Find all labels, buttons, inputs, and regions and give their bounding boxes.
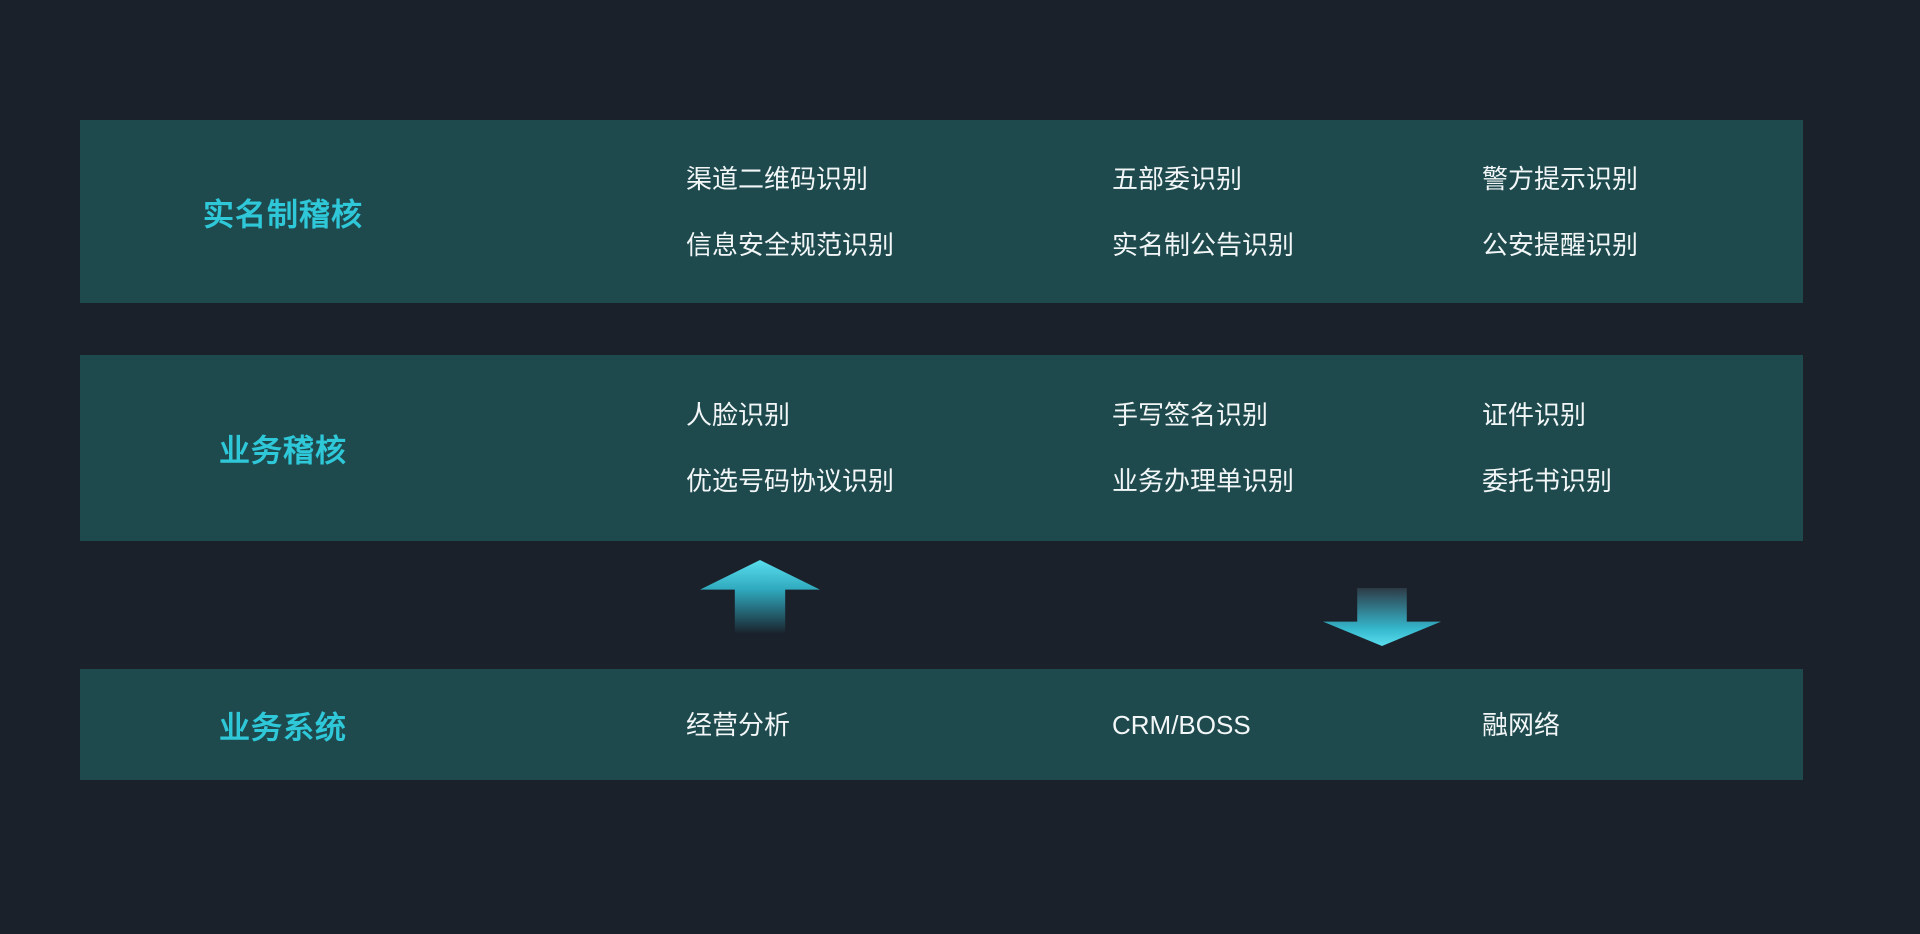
band-systems-col-1: 经营分析 bbox=[686, 669, 790, 780]
band-business-systems: 业务系统 经营分析 CRM/BOSS 融网络 bbox=[80, 669, 1803, 780]
band-business-col-3: 证件识别 委托书识别 bbox=[1482, 355, 1612, 541]
band-realname-audit: 实名制稽核 渠道二维码识别 信息安全规范识别 五部委识别 实名制公告识别 警方提… bbox=[80, 120, 1803, 303]
diagram-item: 业务办理单识别 bbox=[1112, 466, 1295, 496]
diagram-item: 人脸识别 bbox=[686, 400, 791, 430]
diagram-item: 手写签名识别 bbox=[1112, 400, 1269, 430]
diagram-item: 五部委识别 bbox=[1112, 163, 1243, 194]
diagram-item: 实名制公告识别 bbox=[1112, 229, 1295, 260]
band-realname-audit-label: 实名制稽核 bbox=[203, 197, 363, 232]
diagram-item: 融网络 bbox=[1482, 709, 1561, 740]
diagram-item: 公安提醒识别 bbox=[1482, 229, 1639, 260]
band-business-col-1: 人脸识别 优选号码协议识别 bbox=[686, 355, 894, 541]
diagram-item: 信息安全规范识别 bbox=[686, 229, 895, 260]
up-arrow-icon bbox=[700, 560, 820, 634]
band-systems-col-3: 融网络 bbox=[1482, 669, 1560, 780]
diagram-item: 委托书识别 bbox=[1482, 466, 1613, 496]
diagram-item: CRM/BOSS bbox=[1112, 709, 1251, 740]
band-realname-col-1: 渠道二维码识别 信息安全规范识别 bbox=[686, 120, 894, 303]
down-arrow-icon bbox=[1323, 588, 1441, 646]
diagram-item: 警方提示识别 bbox=[1482, 163, 1639, 194]
band-business-audit: 业务稽核 人脸识别 优选号码协议识别 手写签名识别 业务办理单识别 证件识别 委… bbox=[80, 355, 1803, 541]
band-systems-col-2: CRM/BOSS bbox=[1112, 669, 1251, 780]
diagram-item: 证件识别 bbox=[1482, 400, 1587, 430]
band-realname-col-2: 五部委识别 实名制公告识别 bbox=[1112, 120, 1294, 303]
diagram-item: 渠道二维码识别 bbox=[686, 163, 869, 194]
band-business-audit-label: 业务稽核 bbox=[219, 433, 347, 469]
diagram-item: 优选号码协议识别 bbox=[686, 466, 895, 496]
diagram-item: 经营分析 bbox=[686, 709, 791, 740]
band-business-col-2: 手写签名识别 业务办理单识别 bbox=[1112, 355, 1294, 541]
band-business-systems-label: 业务系统 bbox=[219, 710, 347, 745]
band-realname-col-3: 警方提示识别 公安提醒识别 bbox=[1482, 120, 1638, 303]
